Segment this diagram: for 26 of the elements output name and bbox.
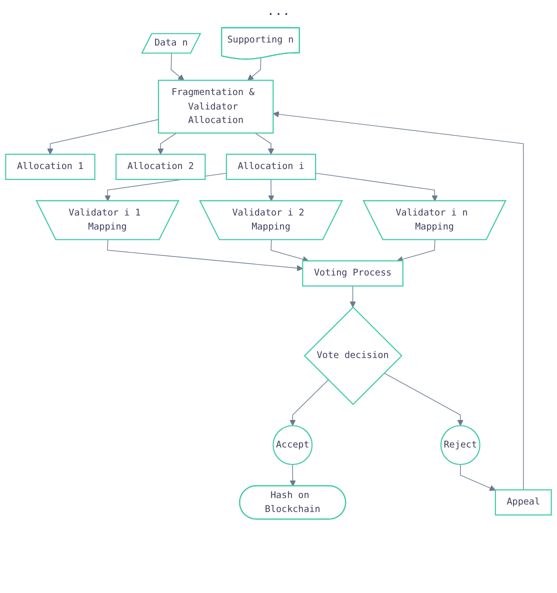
- node-box: Allocation 1: [5, 154, 96, 180]
- arrow: [254, 132, 274, 155]
- arrow: [47, 119, 159, 155]
- node-box: Allocation 2: [116, 154, 206, 180]
- arrow: [272, 111, 524, 490]
- arrow: [247, 58, 262, 81]
- arrow: [396, 240, 436, 262]
- node-diamond: Vote decision: [304, 306, 402, 406]
- node-circle: Accept: [272, 425, 313, 466]
- arrow: [290, 380, 329, 426]
- ellipsis-label: ...: [266, 4, 290, 18]
- node-circle: Reject: [440, 425, 480, 466]
- arrow: [460, 464, 496, 491]
- arrow: [384, 372, 464, 426]
- node-box: Allocation i: [226, 154, 316, 180]
- arrow: [350, 286, 356, 308]
- arrow: [158, 132, 177, 155]
- node-box: Appeal: [494, 489, 552, 516]
- arrow: [270, 240, 309, 262]
- node-box: Fragmentation & Validator Allocation: [158, 80, 274, 134]
- arrow: [107, 240, 303, 272]
- arrow: [170, 53, 184, 81]
- arrow: [290, 464, 296, 486]
- arrow: [315, 172, 438, 202]
- node-box: Voting Process: [302, 260, 404, 286]
- arrow: [268, 179, 274, 202]
